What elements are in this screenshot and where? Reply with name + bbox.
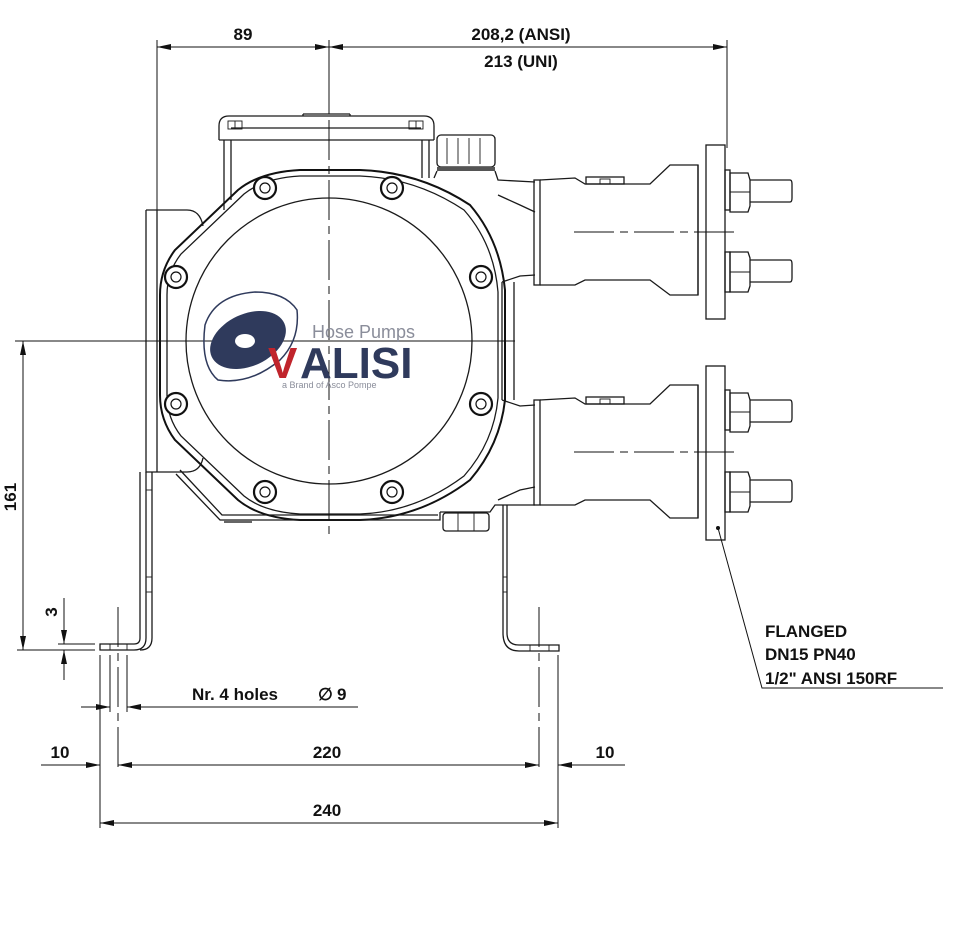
dim-10-right-label: 10 bbox=[596, 743, 615, 762]
foot-left bbox=[99, 472, 153, 651]
flange-callout: FLANGED DN15 PN40 1/2" ANSI 150RF bbox=[717, 527, 943, 689]
bolt-icon bbox=[468, 264, 494, 290]
bolt-icon bbox=[379, 479, 405, 505]
holes-label: Nr. 4 holes bbox=[192, 685, 278, 704]
dimension-bottom: Nr. 4 holes ∅ 9 10 220 10 240 bbox=[41, 655, 625, 828]
callout-line-2: DN15 PN40 bbox=[765, 645, 856, 664]
callout-line-1: FLANGED bbox=[765, 622, 847, 641]
holes-diameter-label: 9 bbox=[337, 685, 346, 704]
logo-subtitle: Hose Pumps bbox=[312, 322, 415, 342]
dim-10-left-label: 10 bbox=[51, 743, 70, 762]
bolt-icon bbox=[252, 479, 278, 505]
bolt-icon bbox=[163, 264, 189, 290]
foot-right bbox=[502, 505, 560, 652]
bolt-icon bbox=[252, 175, 278, 201]
logo-brand-v: V bbox=[268, 339, 298, 388]
dim-3-label: 3 bbox=[42, 607, 61, 616]
logo-brand-name: ALISI bbox=[300, 339, 412, 388]
callout-line-3: 1/2" ANSI 150RF bbox=[765, 669, 897, 688]
diameter-symbol-icon: ∅ bbox=[318, 685, 333, 704]
logo-tagline: a Brand of Asco Pompe bbox=[282, 380, 377, 390]
dim-208-ansi-label: 208,2 (ANSI) bbox=[471, 25, 570, 44]
bolt-icon bbox=[468, 391, 494, 417]
dim-89-label: 89 bbox=[234, 25, 253, 44]
nozzle-lower bbox=[533, 365, 793, 541]
dim-161-label: 161 bbox=[1, 483, 20, 511]
dim-213-uni-label: 213 (UNI) bbox=[484, 52, 558, 71]
dimension-height: 161 3 bbox=[1, 340, 145, 680]
dim-220-label: 220 bbox=[313, 743, 341, 762]
dimension-top: 89 208,2 (ANSI) 213 (UNI) bbox=[156, 25, 728, 210]
bolt-icon bbox=[379, 175, 405, 201]
pump-body bbox=[145, 113, 536, 532]
bolt-icon bbox=[163, 391, 189, 417]
dim-240-label: 240 bbox=[313, 801, 341, 820]
brand-logo: Hose Pumps V ALISI a Brand of Asco Pompe bbox=[203, 291, 415, 390]
nozzle-upper bbox=[533, 144, 793, 320]
